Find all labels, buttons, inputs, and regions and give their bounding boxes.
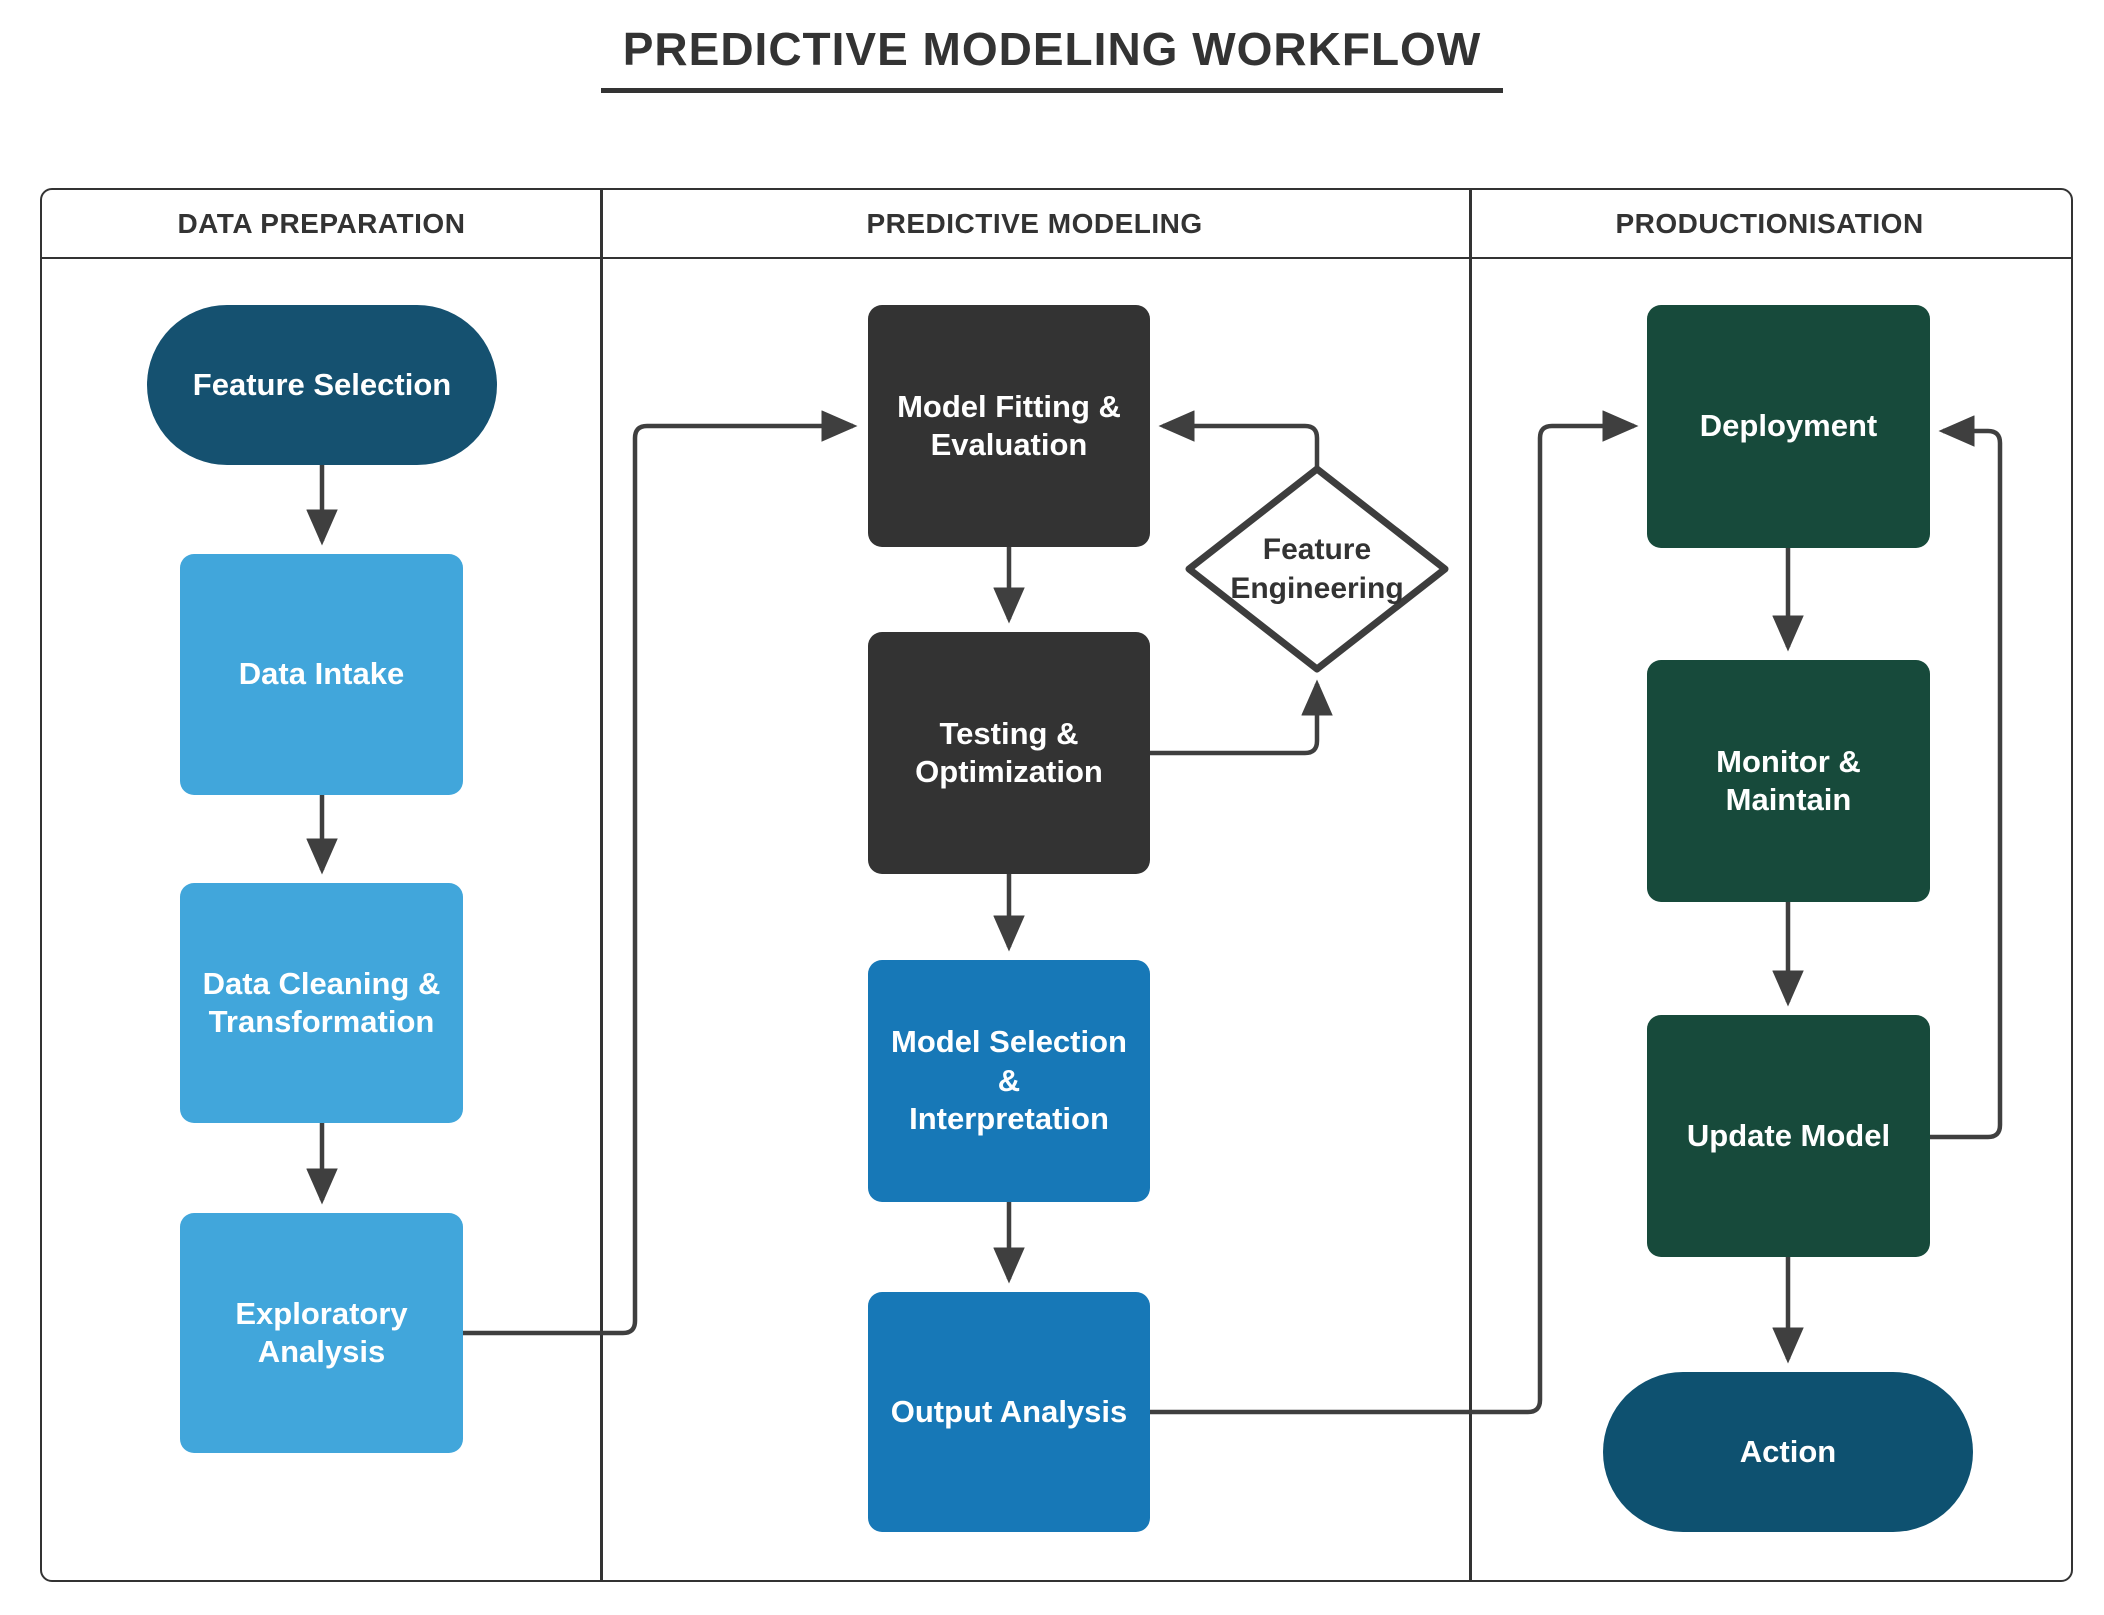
connector-update-model-to-deployment bbox=[1930, 415, 2003, 1140]
node-data-intake: Data Intake bbox=[180, 554, 463, 795]
node-feature-selection: Feature Selection bbox=[147, 305, 497, 465]
node-data-cleaning-transformation: Data Cleaning & Transformation bbox=[180, 883, 463, 1123]
node-action: Action bbox=[1603, 1372, 1973, 1532]
lane-divider-1 bbox=[600, 190, 603, 1580]
lane-header-productionisation: PRODUCTIONISATION bbox=[1615, 207, 1924, 239]
connector-testing-to-feature-engineering bbox=[1150, 679, 1333, 756]
lane-header-row: DATA PREPARATION PREDICTIVE MODELING PRO… bbox=[42, 190, 2071, 259]
title-container: PREDICTIVE MODELING WORKFLOW bbox=[0, 22, 2104, 93]
diagram-title: PREDICTIVE MODELING WORKFLOW bbox=[600, 22, 1504, 93]
lane-divider-2 bbox=[1469, 190, 1472, 1580]
node-model-fitting-evaluation: Model Fitting & Evaluation bbox=[868, 305, 1150, 547]
lane-header-data-preparation: DATA PREPARATION bbox=[177, 207, 466, 239]
node-model-selection-interpretation: Model Selection & Interpretation bbox=[868, 960, 1150, 1202]
node-deployment: Deployment bbox=[1647, 305, 1930, 548]
node-exploratory-analysis: Exploratory Analysis bbox=[180, 1213, 463, 1453]
node-update-model: Update Model bbox=[1647, 1015, 1930, 1257]
node-testing-optimization: Testing & Optimization bbox=[868, 632, 1150, 874]
lane-header-predictive-modeling: PREDICTIVE MODELING bbox=[866, 207, 1203, 239]
node-feature-engineering: Feature Engineering bbox=[1230, 533, 1404, 605]
connector-exploratory-to-model-fitting bbox=[463, 410, 858, 1336]
feature-engineering-diamond-shape bbox=[1185, 465, 1449, 673]
connector-output-analysis-to-deployment bbox=[1150, 410, 1639, 1415]
node-output-analysis: Output Analysis bbox=[868, 1292, 1150, 1532]
node-monitor-maintain: Monitor & Maintain bbox=[1647, 660, 1930, 902]
swimlane-frame: DATA PREPARATION PREDICTIVE MODELING PRO… bbox=[40, 188, 2073, 1582]
connector-feature-engineering-to-model-fitting bbox=[1158, 410, 1320, 469]
